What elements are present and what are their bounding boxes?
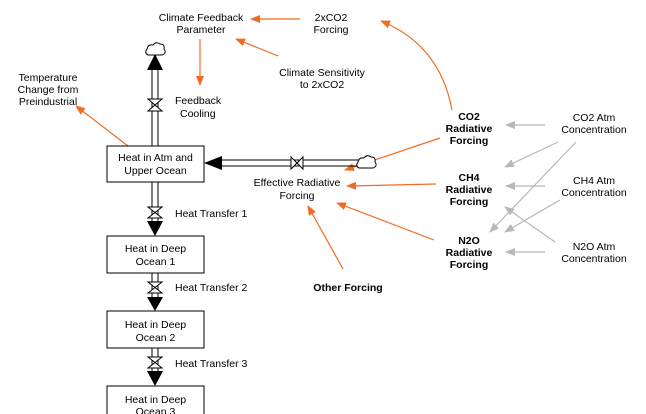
flow-heat-transfer-3[interactable] <box>146 348 164 386</box>
stock-label-line1: Heat in Atm and <box>118 152 193 164</box>
var-co2-radiative-forcing[interactable]: CO2 Radiative Forcing <box>446 111 493 147</box>
link-ch4-forcing-to-erf <box>346 181 437 190</box>
flow-heat-transfer-2[interactable] <box>146 273 164 311</box>
var-n2o-radiative-forcing[interactable]: N2O Radiative Forcing <box>446 235 493 271</box>
flow-arrowhead-left <box>204 156 222 170</box>
flow-effective-radiative-forcing[interactable] <box>204 155 377 171</box>
flow-arrowhead-up <box>147 54 163 70</box>
label-line1: Temperature <box>19 72 78 84</box>
var-n2o-atm-concentration[interactable]: N2O Atm Concentration <box>561 241 627 265</box>
label-line2: Forcing <box>279 190 314 202</box>
label-line2: Radiative <box>446 184 493 196</box>
label-line1: Effective Radiative <box>254 177 341 189</box>
label-line1: CH4 Atm <box>573 175 615 187</box>
flow-valve-icon <box>290 155 304 171</box>
var-temperature-change[interactable]: Temperature Change from Preindustrial <box>18 72 79 108</box>
var-climate-sensitivity[interactable]: Climate Sensitivity to 2xCO2 <box>279 67 366 91</box>
stock-label-line2: Ocean 3 <box>136 406 176 414</box>
stock-heat-deep-ocean-3[interactable]: Heat in Deep Ocean 3 <box>106 385 205 414</box>
link-co2-forcing-to-2xco2 <box>380 20 453 111</box>
label-line3: Forcing <box>450 196 489 208</box>
stock-heat-atm-upper-ocean[interactable]: Heat in Atm and Upper Ocean <box>106 145 205 183</box>
label-heat-transfer-2: Heat Transfer 2 <box>175 282 248 294</box>
label-line2: Concentration <box>561 253 627 265</box>
flow-arrowhead-down <box>147 221 163 236</box>
label-line1: CO2 <box>458 111 480 123</box>
link-sensitivity-to-feedback-parameter <box>235 38 279 57</box>
flow-arrowhead-down <box>147 371 163 386</box>
stock-heat-deep-ocean-2[interactable]: Heat in Deep Ocean 2 <box>106 310 205 349</box>
var-co2-atm-concentration[interactable]: CO2 Atm Concentration <box>561 112 627 136</box>
stock-label-line1: Heat in Deep <box>125 319 186 331</box>
label-line2: Parameter <box>176 24 226 36</box>
label-line2: Concentration <box>561 124 627 136</box>
flow-feedback-cooling[interactable] <box>145 42 166 146</box>
link-n2o-forcing-to-erf <box>336 202 435 241</box>
label-feedback-cooling: Feedback Cooling <box>175 95 222 120</box>
label-line2: Radiative <box>446 123 493 135</box>
flow-heat-transfer-1[interactable] <box>146 182 164 236</box>
flow-arrowhead-down <box>147 297 163 311</box>
label-line2: Radiative <box>446 247 493 259</box>
cloud-icon <box>356 155 377 169</box>
label-effective-radiative-forcing: Effective Radiative Forcing <box>254 177 341 202</box>
link-ch4conc-to-n2oforcing <box>504 199 561 233</box>
label-line2: to 2xCO2 <box>300 79 345 91</box>
flow-valve-icon <box>146 206 164 219</box>
label-heat-transfer-3: Heat Transfer 3 <box>175 358 248 370</box>
label-line1: N2O <box>458 235 480 247</box>
label-line3: Forcing <box>450 135 489 147</box>
flow-valve-icon <box>146 281 164 294</box>
stock-heat-deep-ocean-1[interactable]: Heat in Deep Ocean 1 <box>106 235 205 274</box>
link-heat-to-temperature <box>75 105 129 147</box>
var-other-forcing[interactable]: Other Forcing <box>313 282 382 294</box>
var-ch4-atm-concentration[interactable]: CH4 Atm Concentration <box>561 175 627 199</box>
label-line1: 2xCO2 <box>315 12 348 24</box>
stock-label-line2: Ocean 2 <box>136 332 176 344</box>
flow-valve-icon <box>146 98 164 112</box>
stock-label-line1: Heat in Deep <box>125 243 186 255</box>
stock-label-line2: Upper Ocean <box>124 165 187 177</box>
stock-label-line2: Ocean 1 <box>136 256 176 268</box>
label-line1: N2O Atm <box>573 241 616 253</box>
label-line1: Feedback <box>175 95 222 107</box>
causal-links <box>75 15 453 270</box>
label-line1: CH4 <box>458 172 479 184</box>
label-line3: Preindustrial <box>19 96 77 108</box>
stock-label-line1: Heat in Deep <box>125 394 186 406</box>
flow-valve-icon <box>146 356 164 369</box>
label-line1: Climate Sensitivity <box>279 67 366 79</box>
label-line2: Change from <box>18 84 79 96</box>
label-line1: CO2 Atm <box>573 112 616 124</box>
label-line2: Cooling <box>180 108 216 120</box>
label-heat-transfer-1: Heat Transfer 1 <box>175 208 248 220</box>
input-links <box>489 121 577 256</box>
label-line2: Forcing <box>313 24 348 36</box>
cloud-icon <box>145 42 166 56</box>
label-line3: Forcing <box>450 259 489 271</box>
link-other-forcing-to-erf <box>307 205 344 270</box>
link-co2conc-to-n2oforcing <box>489 141 577 233</box>
link-co2conc-to-ch4forcing <box>504 141 559 168</box>
var-climate-feedback-parameter[interactable]: Climate Feedback Parameter <box>159 12 244 36</box>
link-n2oconc-to-ch4forcing <box>504 206 556 243</box>
label-line2: Concentration <box>561 187 627 199</box>
label-line1: Climate Feedback <box>159 12 244 24</box>
var-ch4-radiative-forcing[interactable]: CH4 Radiative Forcing <box>446 172 493 208</box>
var-2xco2-forcing[interactable]: 2xCO2 Forcing <box>313 12 348 36</box>
